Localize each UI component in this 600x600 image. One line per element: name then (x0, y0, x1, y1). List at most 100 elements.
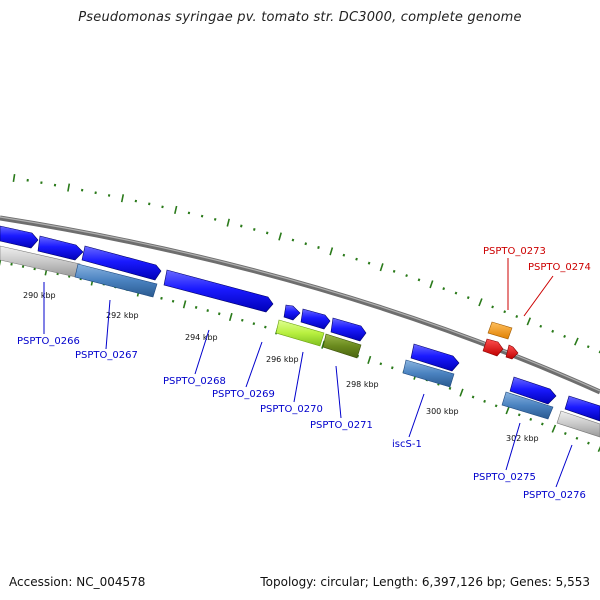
minor-tick (515, 315, 519, 318)
gene-feature-0269-cds[interactable] (283, 304, 301, 321)
major-tick (526, 317, 532, 326)
minor-tick (342, 253, 346, 257)
gene-feature-0276-rna[interactable] (556, 410, 600, 438)
gene-feature-0271-cds[interactable] (330, 317, 367, 342)
minor-tick (252, 322, 256, 326)
minor-tick (454, 291, 458, 295)
major-tick (597, 445, 600, 453)
minor-tick (517, 413, 521, 417)
minor-tick (148, 202, 151, 206)
gene-label-0270[interactable]: PSPTO_0270 (260, 404, 323, 415)
gene-label-0266[interactable]: PSPTO_0266 (17, 336, 80, 347)
gene-label-iscs[interactable]: iscS-1 (392, 439, 422, 450)
gene-feature-0274-red[interactable] (505, 344, 519, 360)
tick-label-294: 294 kbp (185, 333, 218, 342)
leader-0269 (245, 341, 263, 388)
minor-tick (563, 334, 567, 338)
minor-tick (240, 224, 243, 228)
gene-feature-0275-cds[interactable] (509, 376, 557, 405)
major-tick (505, 406, 510, 415)
minor-tick (483, 399, 486, 403)
major-tick (174, 205, 178, 214)
minor-tick (471, 395, 475, 399)
major-tick (278, 232, 282, 241)
gene-feature-0267-cds[interactable] (81, 245, 162, 281)
minor-tick (253, 228, 256, 231)
minor-tick (417, 278, 421, 282)
major-tick (367, 355, 372, 364)
gene-label-0274[interactable]: PSPTO_0274 (528, 262, 591, 273)
outer-tick-track (12, 173, 600, 354)
minor-tick (448, 386, 452, 390)
gene-labels: PSPTO_0266 PSPTO_0267 PSPTO_0268 PSPTO_0… (17, 246, 591, 501)
gene-label-0268[interactable]: PSPTO_0268 (163, 376, 226, 387)
minor-tick (304, 242, 308, 246)
gene-label-0275[interactable]: PSPTO_0275 (473, 472, 536, 483)
gene-feature-0273-red[interactable] (482, 338, 504, 357)
major-tick (182, 300, 187, 309)
minor-tick (539, 324, 543, 328)
minor-tick (200, 214, 204, 218)
leader-0267 (105, 299, 111, 350)
major-tick (12, 173, 16, 183)
minor-tick (317, 246, 320, 249)
minor-tick (94, 191, 97, 195)
major-tick (226, 218, 230, 227)
tick-label-296: 296 kbp (266, 355, 299, 364)
gene-feature-0268-cds[interactable] (163, 269, 274, 313)
gene-feature-0271-olive[interactable] (322, 333, 362, 359)
gene-feature-0270-lime[interactable] (275, 319, 325, 347)
genome-summary-text: Topology: circular; Length: 6,397,126 bp… (260, 575, 590, 589)
minor-tick (392, 269, 396, 273)
leader-0270 (293, 351, 304, 403)
minor-tick (563, 432, 567, 435)
gene-feature-iscs-steel[interactable] (402, 359, 455, 388)
gene-label-0276[interactable]: PSPTO_0276 (523, 490, 586, 501)
minor-tick (160, 296, 163, 300)
gene-feature-0275-steel[interactable] (501, 391, 554, 420)
leader-0276 (555, 444, 573, 488)
minor-tick (213, 217, 217, 221)
minor-tick (10, 262, 13, 266)
tick-labels: 290 kbp 292 kbp 294 kbp 296 kbp 298 kbp … (23, 291, 539, 443)
genome-backbone (0, 215, 600, 395)
tick-label-292: 292 kbp (106, 311, 139, 320)
gene-label-0271[interactable]: PSPTO_0271 (310, 420, 373, 431)
gene-feature-iscs-cds[interactable] (410, 343, 460, 372)
tick-label-300: 300 kbp (426, 407, 459, 416)
minor-tick (355, 257, 358, 261)
minor-tick (405, 274, 408, 278)
gene-feature-0270-cds[interactable] (300, 308, 331, 330)
gene-feature-0266b-cds[interactable] (37, 235, 84, 261)
minor-tick (217, 312, 221, 316)
gene-feature-0276-cds[interactable] (564, 395, 600, 422)
minor-tick (241, 318, 244, 322)
accession-text: Accession: NC_004578 (9, 575, 146, 589)
leader-0275 (505, 422, 521, 471)
gene-label-0267[interactable]: PSPTO_0267 (75, 350, 138, 361)
feature-track (0, 225, 600, 438)
gene-feature-0267-steel[interactable] (74, 263, 158, 298)
major-tick (120, 194, 125, 203)
minor-tick (586, 345, 590, 349)
leader-0274 (523, 275, 554, 317)
gene-feature-0273-orange[interactable] (487, 321, 513, 340)
minor-tick (291, 238, 295, 242)
minor-tick (265, 231, 269, 235)
leader-0271 (335, 365, 342, 419)
major-tick (67, 183, 71, 192)
major-tick (574, 337, 579, 346)
major-tick (429, 280, 434, 289)
minor-tick (367, 261, 371, 265)
minor-tick (390, 366, 394, 370)
major-tick (459, 388, 464, 397)
gene-feature-0266-cds[interactable] (0, 225, 39, 249)
major-tick (478, 298, 483, 307)
minor-tick (33, 267, 36, 271)
leader-0268 (194, 329, 210, 375)
gene-label-0269[interactable]: PSPTO_0269 (212, 389, 275, 400)
minor-tick (21, 265, 25, 268)
gene-label-0273[interactable]: PSPTO_0273 (483, 246, 546, 257)
